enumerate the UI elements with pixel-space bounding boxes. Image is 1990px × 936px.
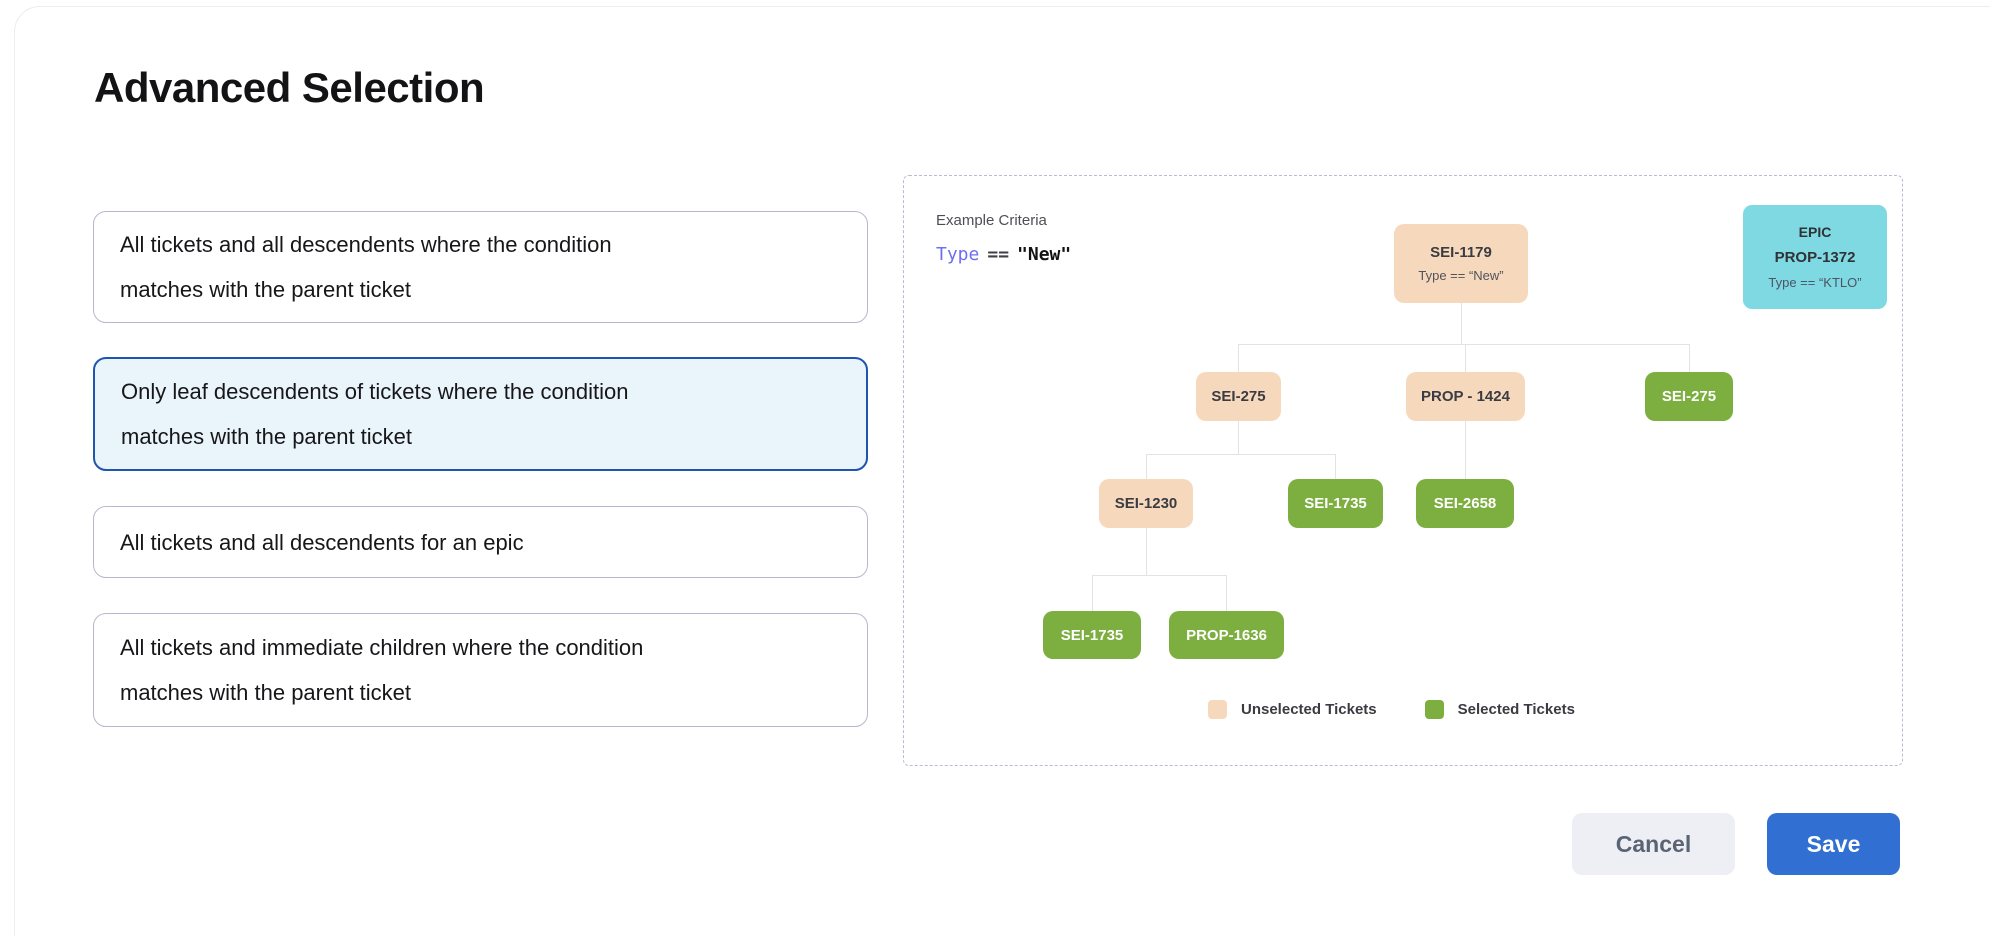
tree-node-prop-1424: PROP - 1424 [1406,372,1525,421]
option-label: All tickets and all descendents where th… [120,232,612,302]
legend: Unselected Tickets Selected Tickets [1208,700,1575,719]
tree-connector [1465,344,1466,372]
node-condition: Type == “New” [1418,268,1504,283]
option-all-descendents-for-epic[interactable]: All tickets and all descendents for an e… [93,506,868,578]
node-id: SEI-1179 [1430,244,1492,261]
cancel-button[interactable]: Cancel [1572,813,1735,875]
tree-node-sei-2658: SEI-2658 [1416,479,1514,528]
tree-node-sei-1179: SEI-1179 Type == “New” [1394,224,1528,303]
criteria-value: "New" [1017,244,1072,265]
example-criteria-expression: Type == "New" [936,244,1071,265]
node-id: PROP - 1424 [1421,388,1510,405]
option-all-tickets-all-descendents[interactable]: All tickets and all descendents where th… [93,211,868,323]
legend-item-selected: Selected Tickets [1424,700,1575,719]
legend-item-unselected: Unselected Tickets [1208,700,1377,719]
node-id: SEI-275 [1661,388,1717,405]
save-button[interactable]: Save [1767,813,1900,875]
node-id: PROP-1636 [1186,626,1267,644]
tree-connector [1238,421,1239,454]
node-id: SEI-1735 [1060,626,1124,644]
legend-label: Selected Tickets [1457,701,1575,718]
option-immediate-children[interactable]: All tickets and immediate children where… [93,613,868,727]
tree-node-prop-1636: PROP-1636 [1169,611,1284,659]
tree-connector [1465,421,1466,479]
option-label: All tickets and immediate children where… [120,635,644,705]
tree-node-sei-275-unselected: SEI-275 [1196,372,1281,421]
tree-connector [1092,575,1227,576]
epic-id: PROP-1372 [1774,249,1856,266]
tree-connector [1335,454,1336,479]
tree-connector [1146,528,1147,575]
tree-connector [1092,575,1093,611]
tree-connector [1146,454,1147,479]
node-id: SEI-275 [1211,388,1266,405]
tree-node-sei-1735-mid: SEI-1735 [1288,479,1383,528]
option-label: All tickets and all descendents for an e… [120,529,524,555]
tree-connector [1238,344,1239,372]
example-criteria-label: Example Criteria [936,212,1047,229]
criteria-field: Type [936,244,980,265]
tree-connector [1689,344,1690,372]
tree-connector [1461,303,1462,344]
epic-type-label: EPIC [1798,224,1832,240]
epic-condition: Type == “KTLO” [1768,275,1862,290]
node-id: SEI-1735 [1304,495,1367,512]
tree-node-sei-1735-leaf: SEI-1735 [1043,611,1141,659]
option-label: Only leaf descendents of tickets where t… [121,379,629,449]
epic-card: EPIC PROP-1372 Type == “KTLO” [1743,205,1887,309]
selected-swatch-icon [1424,700,1444,719]
node-id: SEI-2658 [1433,495,1497,512]
criteria-operator: == [987,244,1010,265]
example-panel: Example Criteria Type == "New" EPIC PROP-1… [903,175,1903,766]
legend-label: Unselected Tickets [1241,701,1377,718]
tree-connector [1226,575,1227,611]
unselected-swatch-icon [1208,700,1227,719]
tree-node-sei-275-selected: SEI-275 [1645,372,1733,421]
option-only-leaf-descendents[interactable]: Only leaf descendents of tickets where t… [93,357,868,471]
tree-connector [1238,344,1690,345]
node-id: SEI-1230 [1114,495,1178,512]
page-title: Advanced Selection [94,64,485,111]
tree-node-sei-1230: SEI-1230 [1099,479,1193,528]
tree-connector [1146,454,1336,455]
